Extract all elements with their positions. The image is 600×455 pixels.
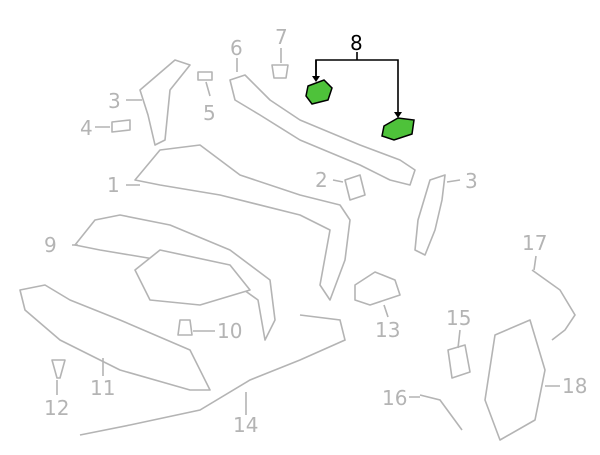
- undershield[interactable]: [134, 249, 251, 306]
- bolt[interactable]: [51, 359, 66, 379]
- callout-1: 1: [107, 173, 120, 197]
- callout-3-right: 3: [465, 169, 478, 193]
- callout-4: 4: [80, 116, 93, 140]
- callout-12: 12: [44, 396, 69, 420]
- callout-6: 6: [230, 36, 243, 60]
- tow-hook[interactable]: [419, 394, 463, 431]
- clip-upper[interactable]: [271, 64, 289, 79]
- callout-15: 15: [446, 306, 471, 330]
- bracket-rod[interactable]: [531, 269, 576, 341]
- side-bracket-left[interactable]: [139, 59, 191, 146]
- bumper-cover[interactable]: [134, 144, 351, 301]
- skid-panel[interactable]: [19, 284, 211, 391]
- upper-retainer[interactable]: [229, 74, 416, 186]
- side-bracket-right[interactable]: [414, 174, 446, 256]
- callout-18: 18: [562, 374, 587, 398]
- callout-16: 16: [382, 386, 407, 410]
- clip[interactable]: [197, 71, 213, 81]
- callout-13: 13: [375, 318, 400, 342]
- callout-14: 14: [233, 413, 258, 437]
- callout-11: 11: [90, 376, 115, 400]
- callout-7: 7: [275, 25, 288, 49]
- module[interactable]: [447, 344, 471, 379]
- impact-absorber[interactable]: [484, 319, 546, 441]
- sensor-retainer[interactable]: [344, 174, 366, 201]
- park-sensor[interactable]: [354, 271, 401, 306]
- highlighted-part-8-left[interactable]: [305, 79, 333, 105]
- wiring-harness[interactable]: [79, 314, 346, 436]
- callout-17: 17: [522, 231, 547, 255]
- callout-3-left: 3: [108, 89, 121, 113]
- callout-9: 9: [44, 233, 57, 257]
- push-pin[interactable]: [177, 319, 193, 336]
- callout-10: 10: [217, 319, 242, 343]
- screw[interactable]: [111, 119, 131, 133]
- callout-5: 5: [203, 101, 216, 125]
- callout-8: 8: [350, 31, 363, 55]
- highlighted-part-8-right[interactable]: [381, 117, 415, 141]
- callout-2: 2: [315, 168, 328, 192]
